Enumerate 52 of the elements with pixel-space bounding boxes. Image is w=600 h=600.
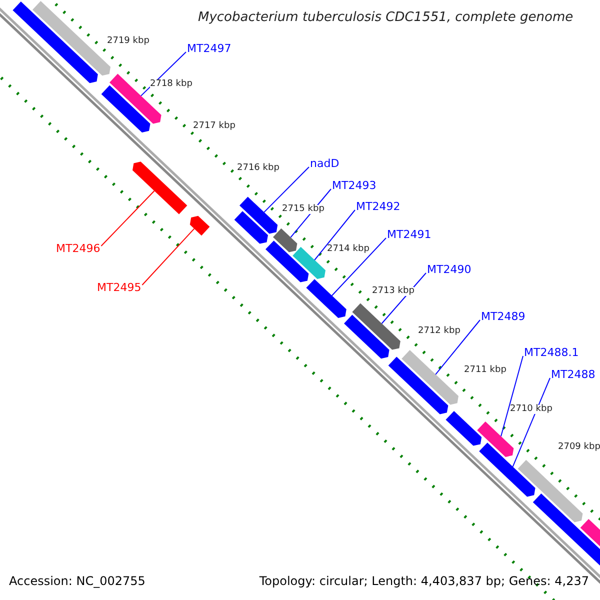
accession-text: Accession: NC_002755 — [9, 575, 146, 587]
scale-label: 2715 kbp — [282, 205, 324, 214]
leader-line — [100, 190, 155, 246]
scale-label: 2709 kbp — [558, 443, 600, 452]
gene-block — [292, 246, 326, 279]
scale-label: 2711 kbp — [464, 366, 506, 375]
leader-line — [512, 378, 550, 468]
gene-block — [306, 279, 346, 318]
gene-label: MT2493 — [332, 180, 376, 191]
scale-label: 2710 kbp — [510, 405, 552, 414]
leader-line — [500, 356, 524, 437]
genome-info-text: Topology: circular; Length: 4,403,837 bp; Genes: 4,237 — [259, 575, 589, 587]
gene-label: MT2488 — [551, 369, 596, 380]
gene-block — [402, 350, 458, 405]
scale-label: 2714 kbp — [327, 245, 370, 254]
gene-label: MT2495 — [97, 282, 142, 293]
gene-block — [388, 356, 448, 414]
gene-label: MT2497 — [187, 43, 232, 54]
scale-label: 2718 kbp — [150, 80, 192, 89]
gene-label: MT2491 — [387, 229, 432, 240]
leader-line — [331, 238, 386, 296]
gene-label: MT2496 — [56, 243, 100, 254]
gene-label: MT2490 — [427, 264, 472, 275]
scale-label: 2717 kbp — [193, 122, 236, 131]
scale-label: 2712 kbp — [418, 327, 460, 336]
gene-block — [352, 303, 400, 350]
leader-line — [142, 228, 195, 286]
leader-line — [314, 210, 356, 260]
gene-block — [518, 460, 583, 522]
gene-block — [479, 442, 536, 497]
gene-label: MT2489 — [481, 311, 526, 322]
gene-label: nadD — [310, 158, 340, 169]
gene-block — [266, 240, 309, 282]
gene-block — [240, 196, 278, 234]
gene-block — [344, 314, 390, 359]
gene-block — [446, 411, 482, 446]
gene-label: MT2492 — [356, 201, 400, 212]
gene-block — [190, 216, 210, 236]
leader-line — [264, 166, 310, 213]
title: Mycobacterium tuberculosis CDC1551, complete genome — [198, 11, 574, 24]
gene-label: MT2488.1 — [524, 347, 579, 358]
gene-block — [273, 228, 298, 252]
gene-block — [234, 211, 268, 244]
gene-block — [132, 162, 188, 214]
scale-label: 2716 kbp — [237, 164, 280, 173]
leader-line — [435, 320, 480, 375]
gene-block — [532, 494, 600, 566]
scale-label: 2719 kbp — [107, 37, 150, 46]
scale-label: 2713 kbp — [372, 287, 414, 296]
gene-block — [477, 422, 514, 457]
gene-block — [101, 85, 150, 132]
gene-block — [12, 2, 98, 84]
